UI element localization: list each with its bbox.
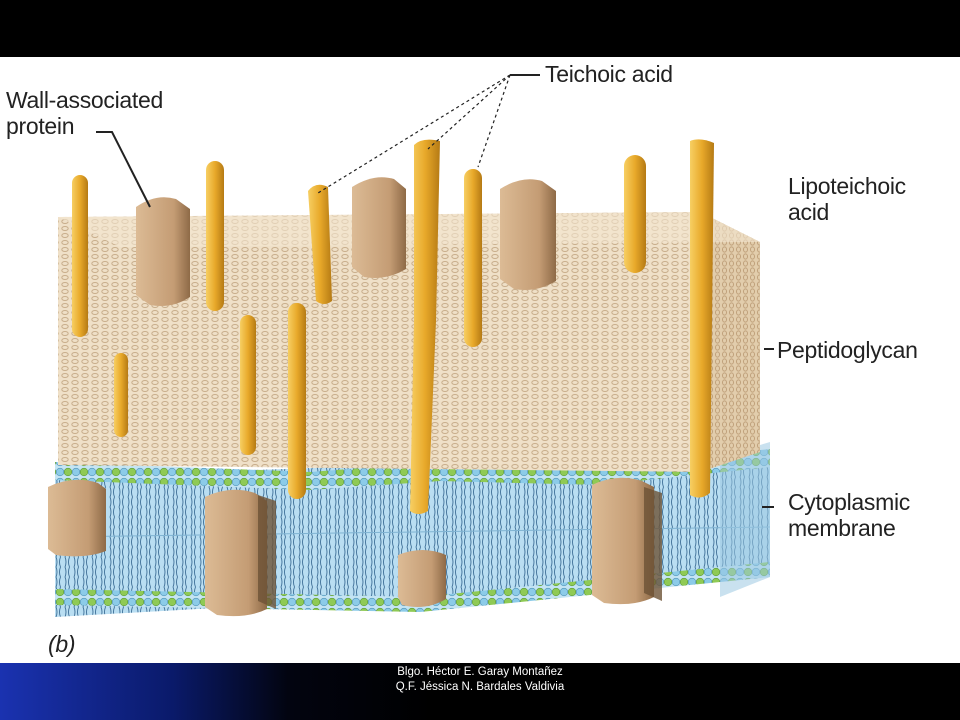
label-peptidoglycan: Peptidoglycan — [777, 337, 918, 363]
cell-wall-diagram — [48, 74, 774, 617]
wall-associated-proteins — [136, 177, 556, 306]
label-lipoteichoic-acid: Lipoteichoic acid — [788, 173, 906, 225]
author-credit: Blgo. Héctor E. Garay Montañez Q.F. Jéss… — [0, 665, 960, 695]
teichoic-strands — [72, 139, 714, 514]
leader-lines — [96, 74, 774, 508]
slide-top-bar — [0, 0, 960, 57]
label-cytoplasmic-membrane: Cytoplasmic membrane — [788, 489, 910, 541]
label-wall-associated-protein: Wall-associated protein — [6, 87, 163, 139]
membrane-proteins — [48, 477, 662, 617]
panel-letter: (b) — [48, 631, 76, 657]
label-teichoic-acid: Teichoic acid — [545, 61, 673, 87]
author-line-1: Blgo. Héctor E. Garay Montañez — [397, 666, 563, 678]
figure-panel: Wall-associated protein Teichoic acid Li… — [0, 57, 960, 663]
footer-bar: Blgo. Héctor E. Garay Montañez Q.F. Jéss… — [0, 663, 960, 720]
author-line-2: Q.F. Jéssica N. Bardales Valdivia — [395, 681, 565, 693]
peptidoglycan-layer — [58, 212, 760, 472]
